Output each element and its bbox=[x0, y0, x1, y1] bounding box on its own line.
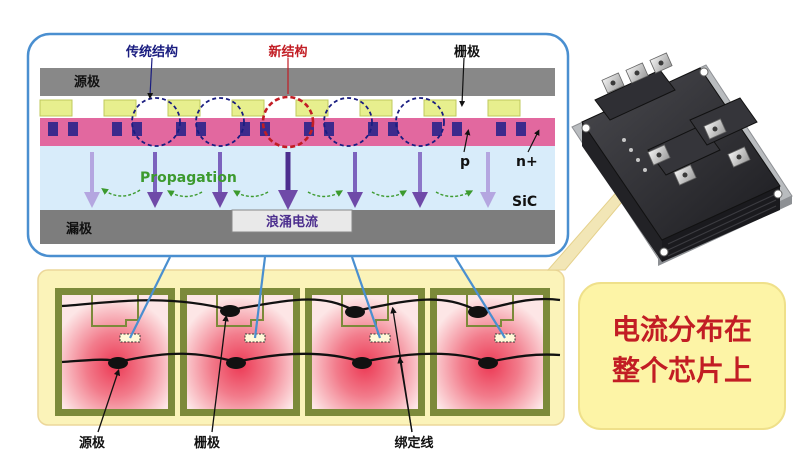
callout-line-2: 整个芯片上 bbox=[612, 354, 752, 387]
callout-box bbox=[578, 282, 786, 430]
chip-1 bbox=[55, 288, 175, 416]
p-region-label: p bbox=[460, 154, 470, 170]
label-leaders bbox=[147, 57, 540, 153]
callout-line-1: 电流分布在 bbox=[612, 313, 752, 346]
current-arrows bbox=[84, 152, 496, 210]
chip-source-label: 源极 bbox=[79, 435, 106, 451]
magnifier-lines bbox=[129, 256, 506, 339]
bond-wire-label: 绑定线 bbox=[394, 435, 433, 451]
bottom-pointer-arrows bbox=[97, 306, 413, 433]
power-module-image bbox=[546, 52, 793, 271]
new-cell-marker bbox=[261, 95, 315, 149]
gate-label: 栅极 bbox=[454, 44, 481, 60]
propagation-arrows bbox=[101, 187, 474, 198]
new-structure-label: 新结构 bbox=[268, 44, 307, 60]
source-label: 源极 bbox=[74, 74, 101, 90]
traditional-cell-markers bbox=[131, 97, 445, 147]
wire-bond-dots bbox=[108, 305, 498, 369]
sic-label: SiC bbox=[512, 194, 537, 210]
chip-2 bbox=[180, 288, 300, 416]
chip-gate-label: 栅极 bbox=[194, 435, 221, 451]
drain-label: 漏极 bbox=[66, 221, 93, 237]
traditional-structure-label: 传统结构 bbox=[125, 44, 178, 60]
chip-3 bbox=[305, 288, 425, 416]
nplus-region-label: n+ bbox=[516, 154, 538, 170]
propagation-label: Propagation bbox=[140, 170, 237, 186]
surge-current-label: 浪涌电流 bbox=[266, 214, 318, 230]
